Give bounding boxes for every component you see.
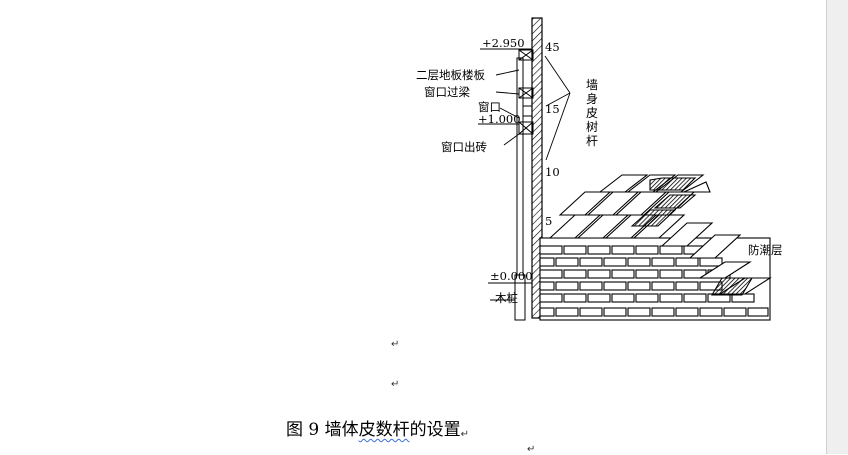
course-mark-45: 45 xyxy=(545,40,560,54)
label-window-sill-brick: 窗口出砖 xyxy=(441,140,487,154)
document-gutter xyxy=(826,0,848,454)
caption-prefix: 图 9 墙体 xyxy=(286,420,359,440)
label-wood-stake: 木桩 xyxy=(495,291,518,305)
course-mark-15: 15 xyxy=(545,102,560,116)
caption-suffix: 的设置 xyxy=(409,420,461,440)
paragraph-mark: ↵ xyxy=(391,379,400,390)
label-elevation-2950: +2.950 xyxy=(482,36,525,50)
skin-pole xyxy=(531,17,543,319)
label-elevation-0: ±0.000 xyxy=(490,269,533,283)
brick-wall xyxy=(539,174,772,321)
caption-paragraph-mark: ↵ xyxy=(460,429,470,440)
label-wall-course-pole: 墙身皮树杆 xyxy=(586,78,599,148)
label-window: 窗口 xyxy=(478,100,501,114)
label-damp-proof-course: 防潮层 xyxy=(748,243,783,257)
wall-drawing xyxy=(478,17,772,321)
paragraph-mark: ↵ xyxy=(527,444,536,455)
dark-top-blocks xyxy=(630,177,697,227)
paragraph-mark: ↵ xyxy=(391,339,400,350)
figure-caption: 图 9 墙体皮数杆的设置↵ xyxy=(286,419,469,444)
course-mark-5: 5 xyxy=(545,214,553,228)
thin-course-pole xyxy=(514,57,526,321)
label-floor-slab: 二层地板楼板 xyxy=(416,68,485,82)
damp-proof-course xyxy=(711,277,753,296)
figure-wall-course-pole: +2.950 二层地板楼板 窗口过梁 窗口 +1.000 窗口出砖 ±0.000… xyxy=(400,10,800,340)
label-window-lintel: 窗口过梁 xyxy=(424,85,470,99)
document-page: +2.950 二层地板楼板 窗口过梁 窗口 +1.000 窗口出砖 ±0.000… xyxy=(286,10,800,455)
caption-spellcheck-word: 皮数杆 xyxy=(358,420,410,440)
pole-window-marks xyxy=(518,49,534,135)
course-mark-10: 10 xyxy=(545,165,560,179)
label-elevation-1000: +1.000 xyxy=(478,112,521,126)
